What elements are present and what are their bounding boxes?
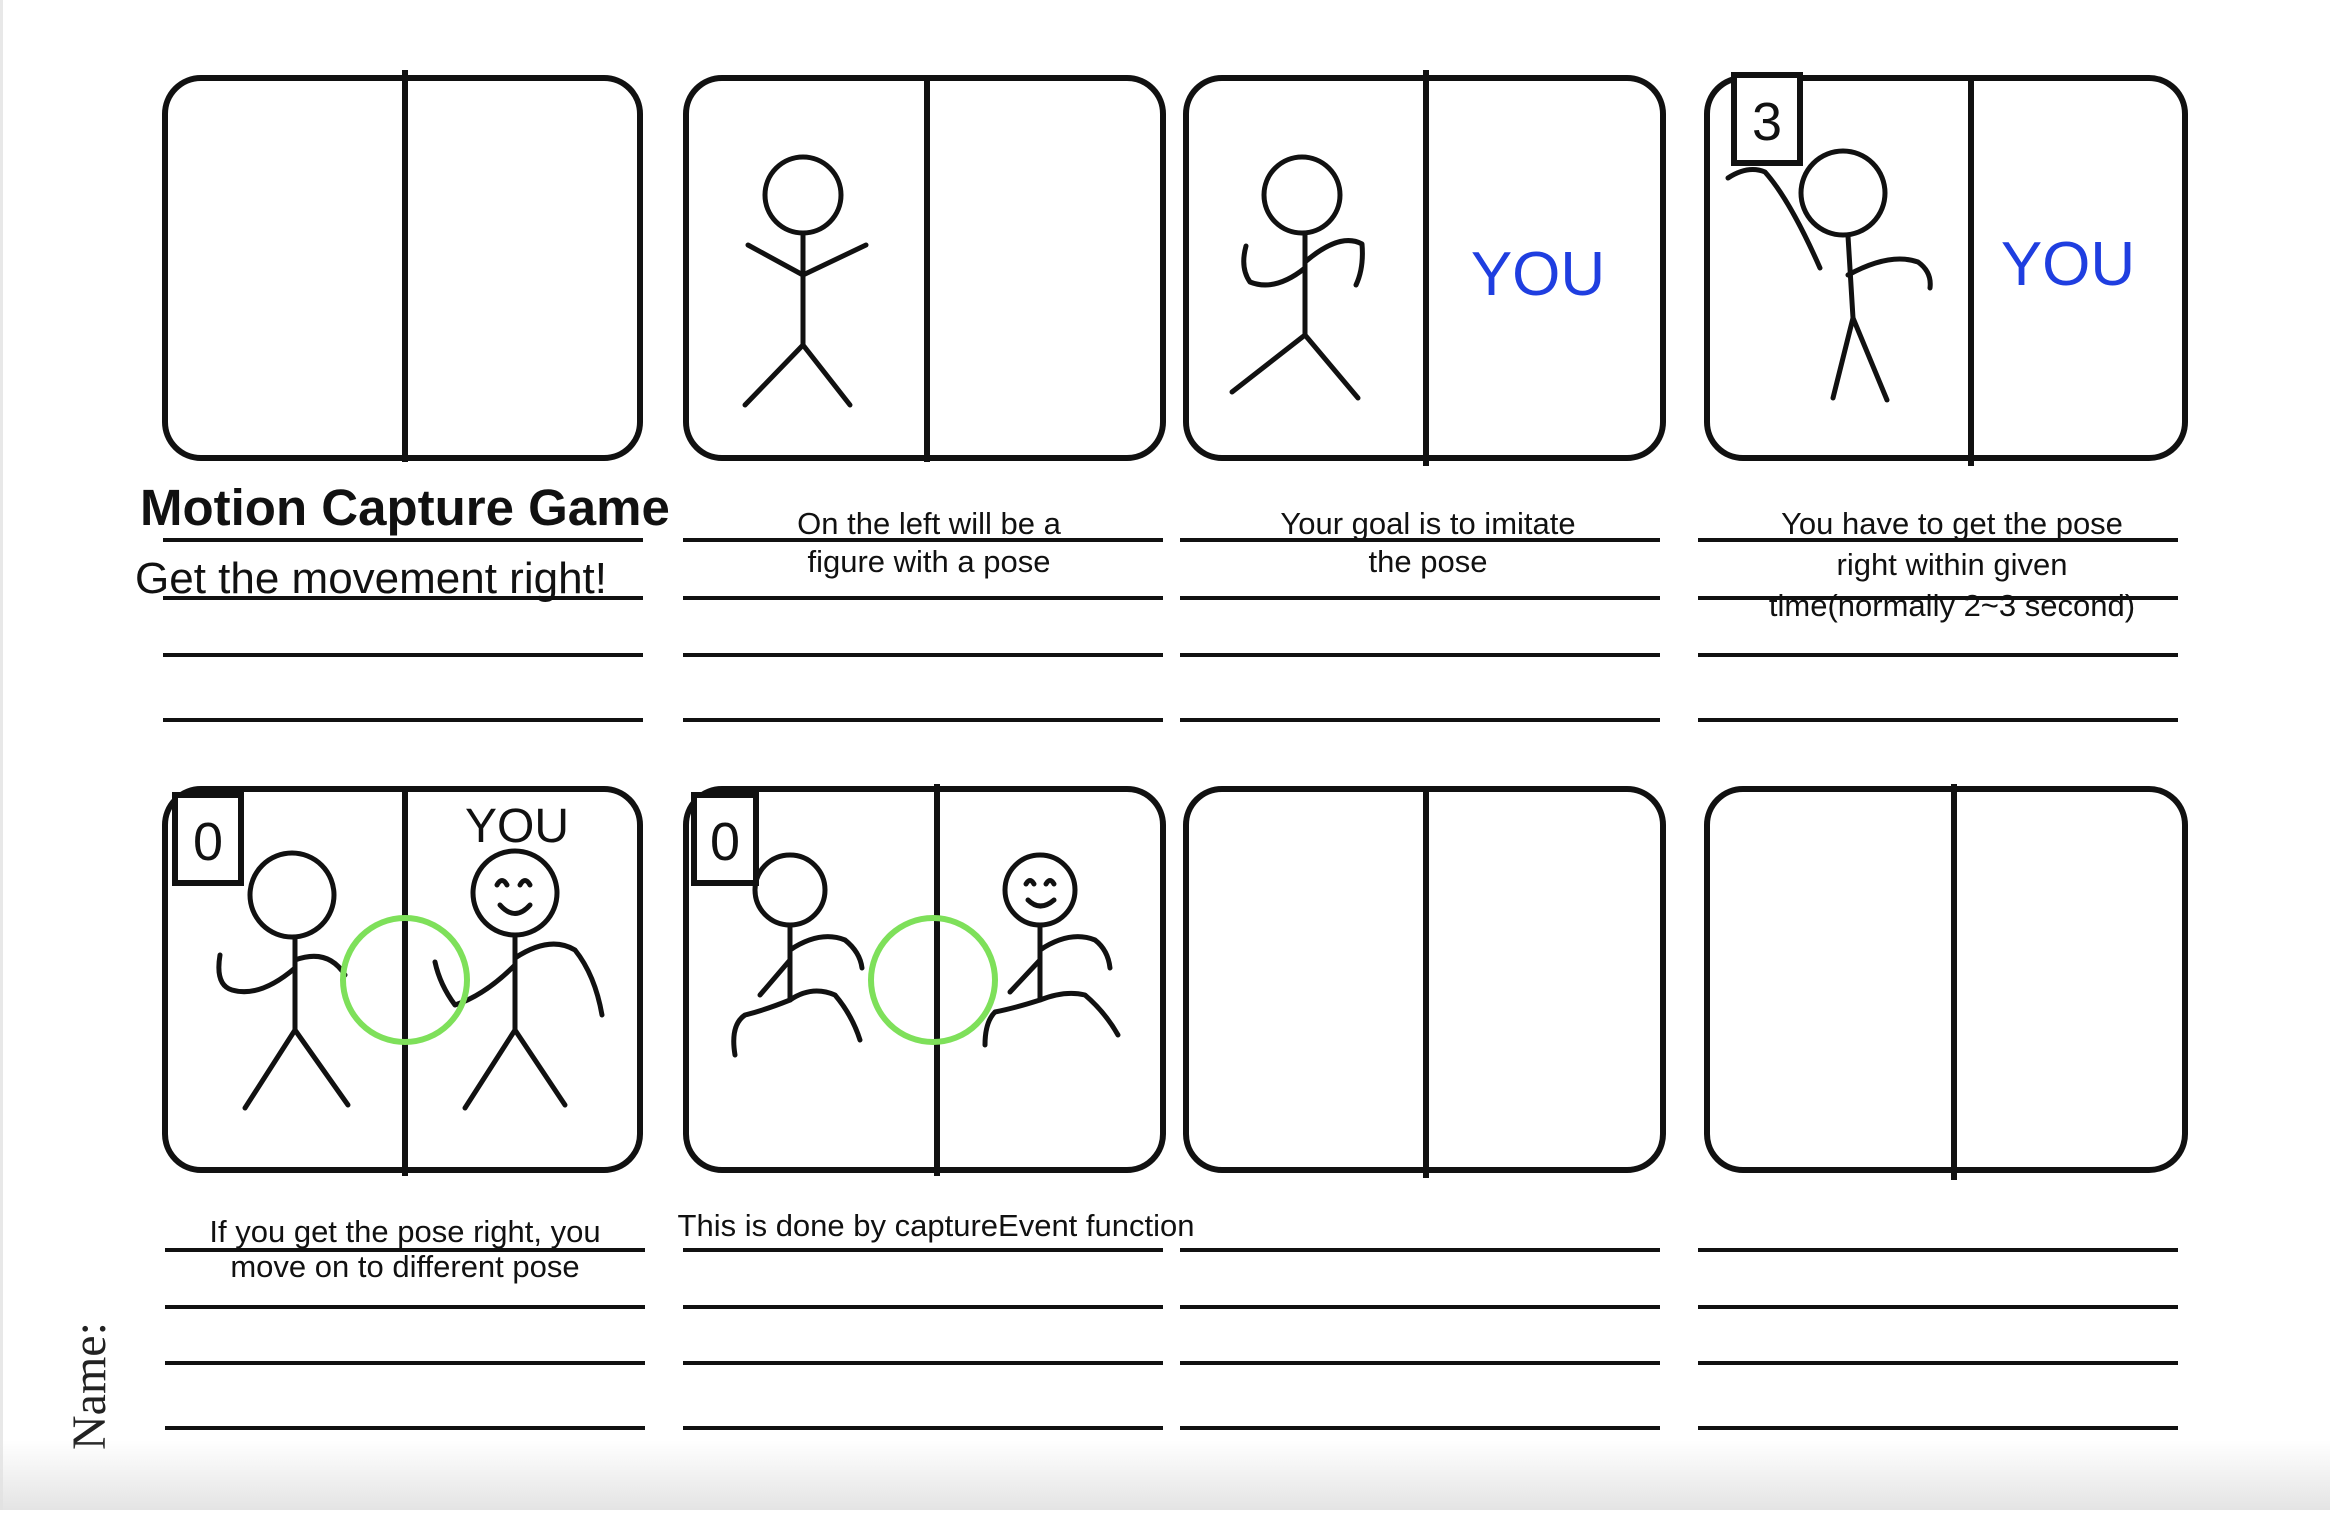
panel-5-caption-line-2: move on to different pose bbox=[230, 1249, 579, 1284]
panel-3-you-label: YOU bbox=[1471, 240, 1605, 309]
panel-8 bbox=[1704, 784, 2188, 1180]
panel-5-caption-line-1: If you get the pose right, you bbox=[209, 1214, 600, 1249]
panel-5-model-figure-icon bbox=[216, 850, 351, 1111]
panel-5 bbox=[162, 786, 643, 1176]
panel-7 bbox=[1183, 786, 1666, 1178]
panel-6-counter-box bbox=[691, 792, 759, 886]
writing-lines-row-2 bbox=[165, 1248, 2178, 1430]
page-title: Motion Capture Game bbox=[140, 479, 670, 536]
panel-4-caption-line-3: time(normally 2~3 second) bbox=[1769, 588, 2135, 623]
panel-2-caption-line-1: On the left will be a bbox=[797, 506, 1061, 541]
panel-6-model-figure-icon bbox=[731, 852, 865, 1058]
page-bottom-shadow bbox=[0, 1440, 2330, 1510]
panel-4-caption-line-1: You have to get the pose bbox=[1781, 506, 2123, 541]
panel-6-frame bbox=[683, 786, 1166, 1173]
panel-2 bbox=[683, 75, 1166, 462]
panel-4-stick-figure-icon bbox=[1725, 148, 1933, 403]
panel-3-stick-figure-icon bbox=[1229, 154, 1365, 401]
panel-3-caption-line-2: the pose bbox=[1369, 544, 1488, 579]
panel-5-player-figure-icon bbox=[432, 848, 605, 1111]
panel-5-you-label: YOU bbox=[465, 800, 569, 853]
panel-4-caption-line-2: right within given bbox=[1837, 547, 2068, 582]
panel-4-counter-box bbox=[1731, 72, 1803, 166]
name-label: Name: bbox=[63, 1322, 116, 1450]
panel-1 bbox=[162, 70, 643, 462]
panel-5-match-circle-icon bbox=[340, 915, 470, 1045]
panel-4-frame bbox=[1704, 75, 2188, 461]
page-edge bbox=[0, 0, 3, 1510]
writing-lines-row-1 bbox=[163, 538, 2178, 722]
panel-6-caption-line-1: This is done by captureEvent function bbox=[678, 1208, 1195, 1243]
panel-2-caption-line-2: figure with a pose bbox=[808, 544, 1051, 579]
panel-4-counter: 3 bbox=[1752, 92, 1782, 152]
panel-8-frame bbox=[1704, 786, 2188, 1173]
panel-5-counter-box bbox=[172, 792, 244, 886]
panel-3-caption-line-1: Your goal is to imitate bbox=[1280, 506, 1575, 541]
panel-5-counter: 0 bbox=[193, 812, 223, 872]
page-subtitle: Get the movement right! bbox=[135, 554, 607, 603]
panel-2-stick-figure-icon bbox=[742, 154, 869, 408]
panel-4 bbox=[1704, 75, 2188, 466]
panel-6-match-circle-icon bbox=[868, 915, 998, 1045]
panel-6-counter: 0 bbox=[710, 812, 740, 872]
panel-4-you-label: YOU bbox=[2001, 230, 2135, 299]
panel-6-player-figure-icon bbox=[982, 852, 1121, 1048]
panel-3 bbox=[1183, 70, 1666, 466]
panel-6 bbox=[683, 784, 1166, 1176]
